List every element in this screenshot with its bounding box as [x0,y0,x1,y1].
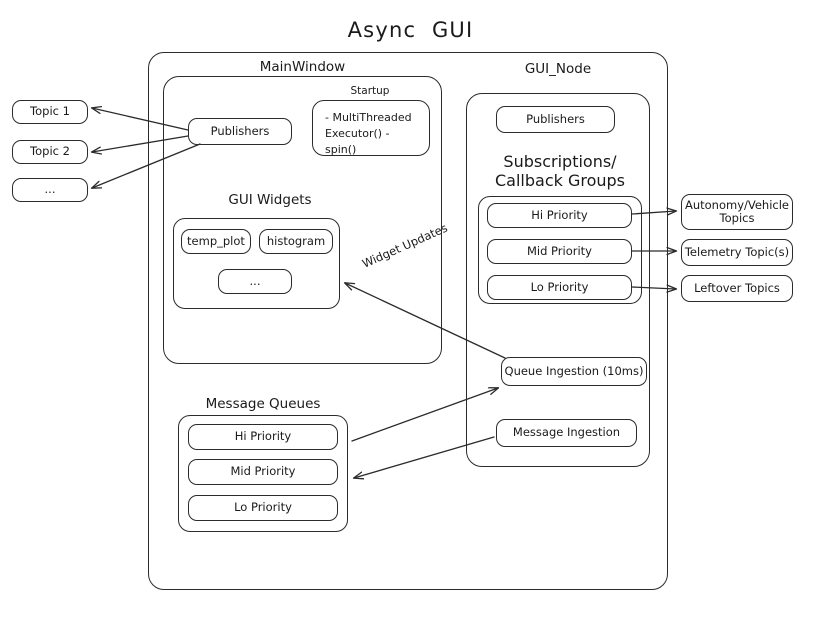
startup-box[interactable]: - MultiThreaded Executor() - spin() [312,100,430,156]
page-title: Async GUI [347,18,474,42]
right-topic-autonomy[interactable]: Autonomy/Vehicle Topics [681,194,793,230]
gui-node-publishers-box[interactable]: Publishers [496,106,615,133]
queue-ingestion-box[interactable]: Queue Ingestion (10ms) [501,357,647,386]
right-topic-leftover[interactable]: Leftover Topics [681,275,793,302]
subscriptions-container [478,196,642,304]
right-topic-telemetry[interactable]: Telemetry Topic(s) [681,239,793,266]
widget-more[interactable]: ... [218,269,292,294]
widget-histogram[interactable]: histogram [259,229,333,254]
subscription-hi-priority[interactable]: Hi Priority [487,203,632,228]
widget-temp-plot[interactable]: temp_plot [181,229,251,254]
system-boundary [148,52,668,590]
queue-mid-priority[interactable]: Mid Priority [188,459,338,485]
message-queues-title: Message Queues [205,396,321,412]
subscription-mid-priority[interactable]: Mid Priority [487,239,632,264]
mainwindow-publishers-box[interactable]: Publishers [188,118,292,145]
mainwindow-title: MainWindow [259,59,346,75]
queue-hi-priority[interactable]: Hi Priority [188,424,338,450]
left-topic-more[interactable]: ... [12,178,88,202]
queue-lo-priority[interactable]: Lo Priority [188,495,338,521]
message-queues-container [178,415,348,532]
gui-widgets-container [173,218,340,309]
startup-title: Startup [350,85,390,97]
left-topic-2[interactable]: Topic 2 [12,140,88,164]
subscription-lo-priority[interactable]: Lo Priority [487,275,632,300]
left-topic-1[interactable]: Topic 1 [12,100,88,124]
gui-node-title: GUI_Node [524,61,592,77]
message-ingestion-box[interactable]: Message Ingestion [496,419,637,447]
subscriptions-title: Subscriptions/ Callback Groups [494,152,626,191]
mainwindow-container [163,76,442,364]
gui-node-container [466,93,650,467]
gui-widgets-title: GUI Widgets [228,192,312,208]
